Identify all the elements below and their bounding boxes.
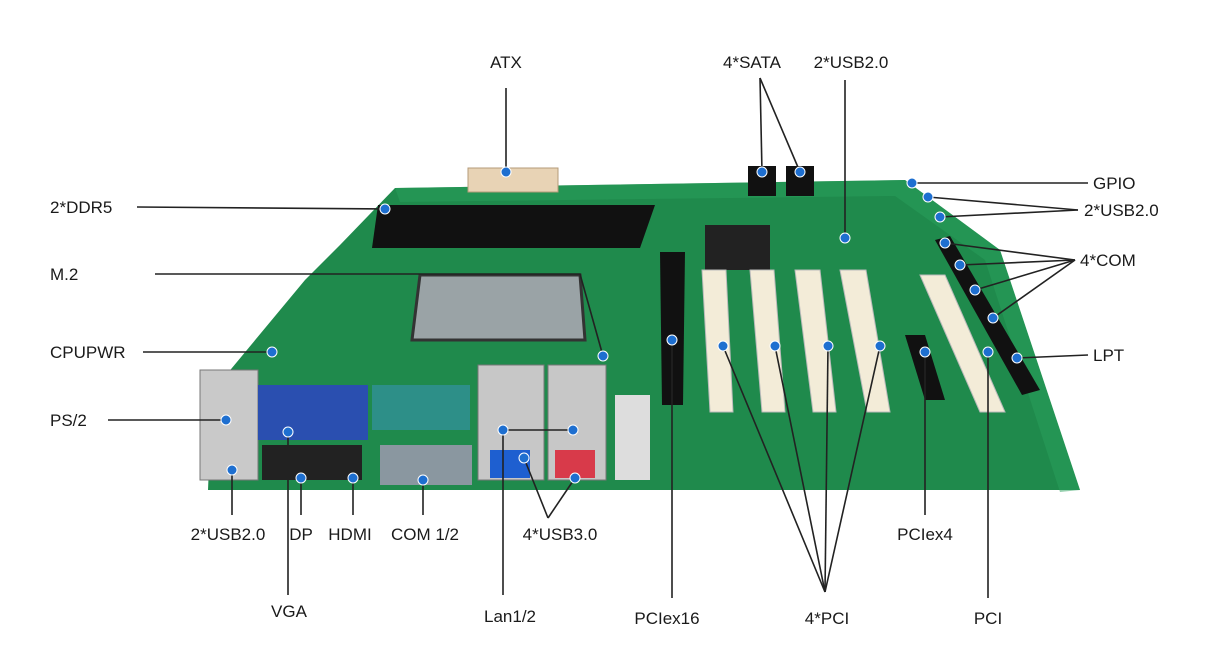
label-vga: VGA: [271, 602, 308, 621]
label-sata: 4*SATA: [723, 53, 782, 72]
label-usb20-top: 2*USB2.0: [814, 53, 889, 72]
leader-lines: [108, 77, 1089, 598]
label-usb20-right: 2*USB2.0: [1084, 201, 1159, 220]
label-usb20-rear: 2*USB2.0: [191, 525, 266, 544]
label-com12: COM 1/2: [391, 525, 459, 544]
label-dp: DP: [289, 525, 313, 544]
label-lpt: LPT: [1093, 346, 1124, 365]
label-pciex16: PCIex16: [634, 609, 699, 628]
label-usb30: 4*USB3.0: [523, 525, 598, 544]
labels: ATX 4*SATA 2*USB2.0 GPIO 2*USB2.0 4*COM …: [50, 53, 1159, 628]
label-gpio: GPIO: [1093, 174, 1136, 193]
label-hdmi: HDMI: [328, 525, 371, 544]
label-pci: PCI: [974, 609, 1002, 628]
label-ddr5: 2*DDR5: [50, 198, 112, 217]
label-pciex4: PCIex4: [897, 525, 953, 544]
label-pci4: 4*PCI: [805, 609, 849, 628]
label-lan: Lan1/2: [484, 607, 536, 626]
motherboard: [199, 166, 1080, 492]
label-com4: 4*COM: [1080, 251, 1136, 270]
label-cpupwr: CPUPWR: [50, 343, 126, 362]
marker-dots: [220, 166, 1023, 486]
label-atx: ATX: [490, 53, 522, 72]
label-m2: M.2: [50, 265, 78, 284]
label-ps2: PS/2: [50, 411, 87, 430]
